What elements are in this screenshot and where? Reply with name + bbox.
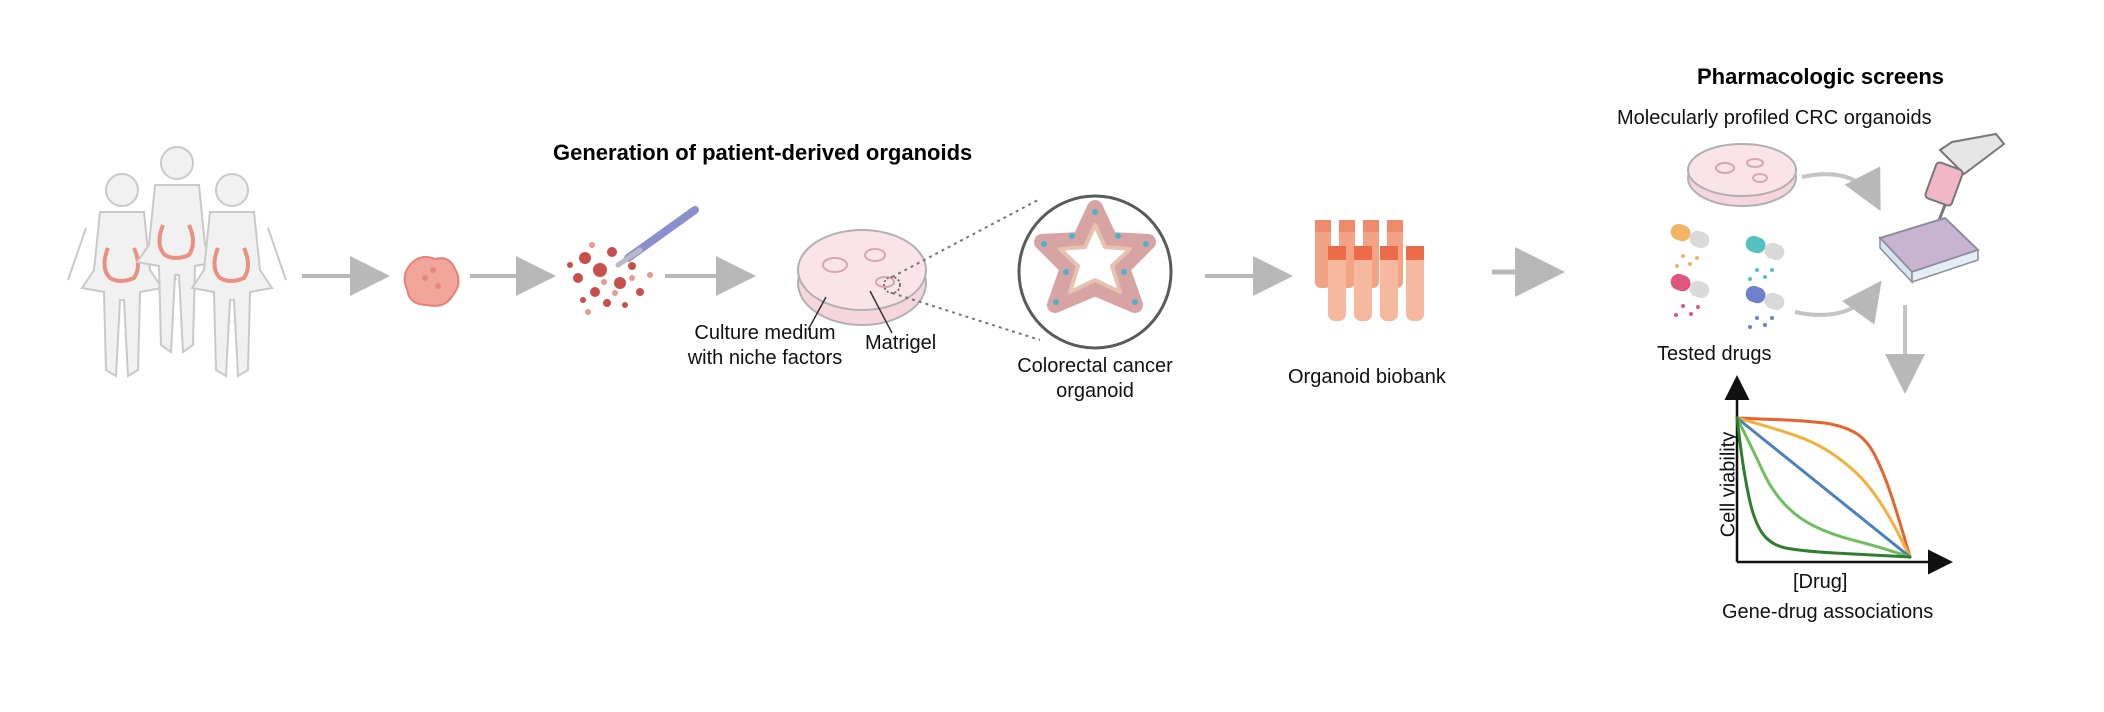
culture-dish-icon xyxy=(797,229,927,334)
flow-arrow xyxy=(1794,280,1882,325)
culture-medium-line1: Culture medium xyxy=(694,322,836,344)
tumor-tissue-icon xyxy=(403,256,460,307)
dose-response-curve-3 xyxy=(1735,416,1912,559)
patient-figure xyxy=(135,146,219,354)
dose-response-curve-1 xyxy=(1735,416,1912,559)
scalpel-icon xyxy=(615,206,699,268)
organoid-icon xyxy=(1017,194,1173,350)
pipette-icon xyxy=(1924,132,2006,229)
culture-medium-pointer xyxy=(807,296,827,331)
dose-response-curve-5 xyxy=(1735,416,1912,559)
dose-response-curve-4 xyxy=(1735,416,1912,559)
matrigel-pointer xyxy=(869,290,893,334)
tube-front-row xyxy=(1328,246,1424,321)
generation-title: Generation of patient-derived organoids xyxy=(553,140,973,165)
y-axis-label: Cell viability xyxy=(1717,431,1740,538)
patients-icon xyxy=(67,146,287,378)
tested-drugs-icon xyxy=(1670,223,1785,329)
x-axis-label: [Drug] xyxy=(1793,571,1848,593)
dose-response-curve-2 xyxy=(1735,416,1912,559)
zoom-line xyxy=(891,292,1041,341)
dose-response-chart xyxy=(1724,375,1953,575)
dissociated-tissue-icon xyxy=(567,242,653,315)
organoid-label: Colorectal cancer organoid xyxy=(1005,354,1185,404)
biobank-tubes-icon xyxy=(1315,220,1424,321)
flow-arrow xyxy=(1801,166,1881,212)
biobank-label: Organoid biobank xyxy=(1288,366,1446,388)
capsule-teal xyxy=(1745,235,1785,261)
culture-medium-line2: with niche factors xyxy=(687,347,843,369)
patient-figure xyxy=(67,173,177,378)
multiwell-plate-icon xyxy=(1878,216,1980,284)
matrigel-label: Matrigel xyxy=(865,332,937,354)
capsule-orange xyxy=(1670,223,1710,249)
organoid-line1: Colorectal cancer xyxy=(1017,355,1173,377)
capsule-blue xyxy=(1745,285,1785,311)
culture-medium-label: Culture medium with niche factors xyxy=(680,321,850,371)
patient-figure xyxy=(190,173,287,378)
screens-title: Pharmacologic screens xyxy=(1697,64,1945,89)
associations-label: Gene-drug associations xyxy=(1722,601,1934,623)
organoid-line2: organoid xyxy=(1056,380,1134,402)
profiled-organoids-label: Molecularly profiled CRC organoids xyxy=(1617,107,1932,129)
capsule-pink xyxy=(1670,273,1710,299)
profiled-organoids-dish-icon xyxy=(1687,143,1797,207)
tested-drugs-label: Tested drugs xyxy=(1657,343,1772,365)
